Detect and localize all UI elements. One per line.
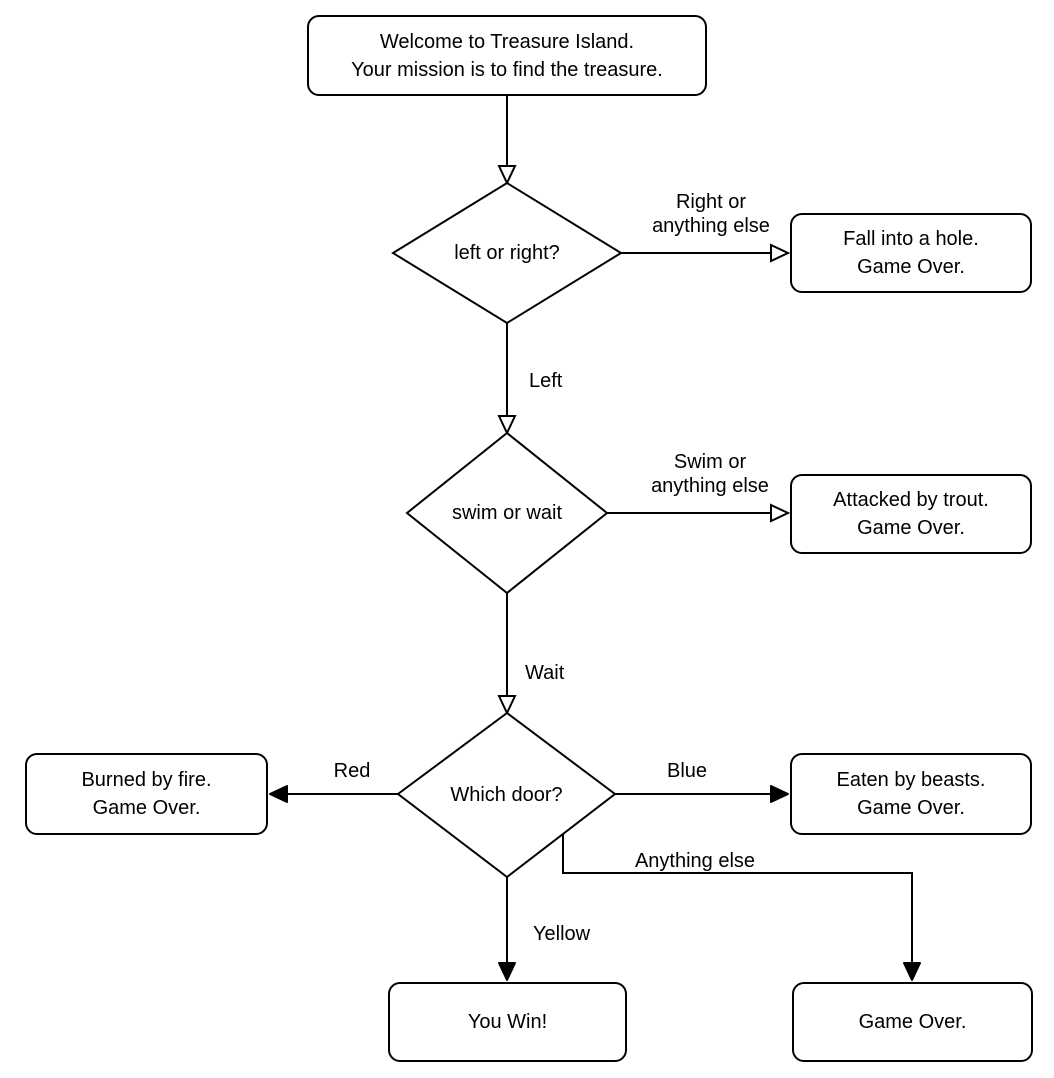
edge-label-blue: Blue (666, 760, 708, 782)
decision-diamond-which-door (396, 711, 617, 879)
edge-label-right: Right or anything else (652, 191, 770, 237)
start-node: Welcome to Treasure Island. Your mission… (307, 15, 707, 96)
you-win-node: You Win! (388, 982, 627, 1062)
edge-label-swim: Swim or anything else (651, 451, 769, 497)
edge-decision3-to-game-over (562, 834, 921, 981)
edge-label-anything-else: Anything else (634, 850, 756, 872)
edge-label-yellow: Yellow (533, 923, 591, 945)
game-over-node: Game Over. (792, 982, 1033, 1062)
edge-label-red: Red (333, 760, 371, 782)
fall-hole-node: Fall into a hole. Game Over. (790, 213, 1032, 293)
edge-label-wait: Wait (525, 662, 565, 684)
decision-diamond-left-or-right (391, 181, 623, 325)
attacked-trout-node: Attacked by trout. Game Over. (790, 474, 1032, 554)
edge-label-left: Left (529, 370, 563, 392)
decision-diamond-swim-or-wait (405, 431, 609, 595)
burned-fire-node: Burned by fire. Game Over. (25, 753, 268, 835)
eaten-beasts-node: Eaten by beasts. Game Over. (790, 753, 1032, 835)
